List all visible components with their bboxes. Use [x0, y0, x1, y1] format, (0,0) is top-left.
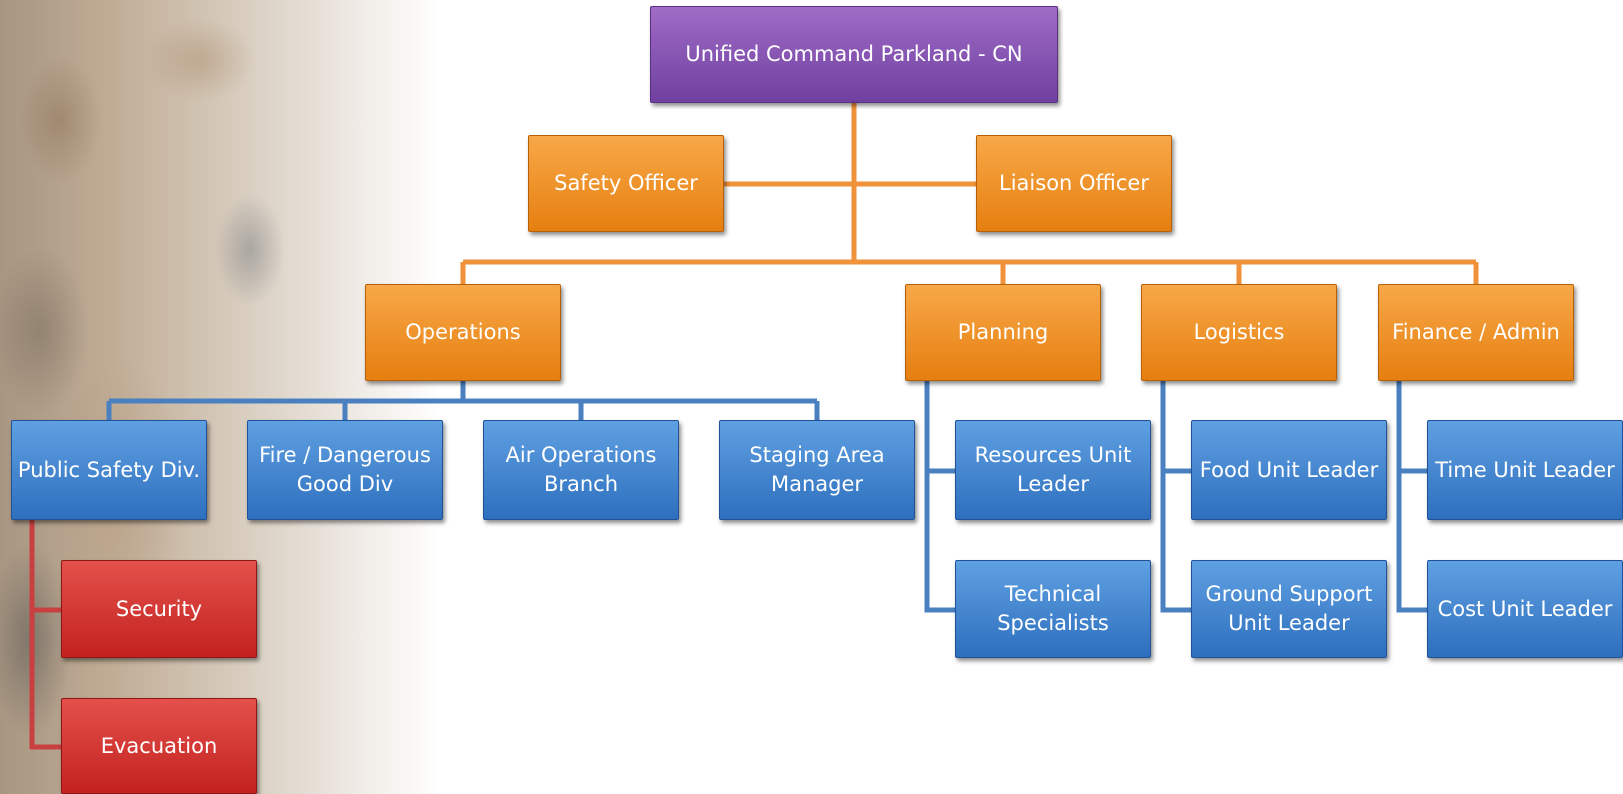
fire-dangerous-good-div-label: Fire / Dangerous Good Div — [259, 443, 431, 496]
cost-unit-leader-label: Cost Unit Leader — [1437, 596, 1613, 621]
cost-unit-leader-box: Cost Unit Leader — [1427, 560, 1623, 658]
unified-command-label: Unified Command Parkland - CN — [685, 42, 1023, 66]
food-unit-leader-label: Food Unit Leader — [1199, 457, 1379, 482]
food-unit-leader-box: Food Unit Leader — [1191, 420, 1387, 520]
security-label: Security — [115, 596, 203, 621]
safety-officer-label: Safety Officer — [554, 171, 698, 195]
connector-finance-spine — [1396, 381, 1427, 613]
finance-admin-box: Finance / Admin — [1378, 284, 1574, 381]
planning-box: Planning — [905, 284, 1101, 381]
ground-support-unit-leader-label: Ground Support Unit Leader — [1205, 582, 1373, 635]
liaison-officer-label: Liaison Officer — [999, 171, 1149, 195]
safety-officer-box: Safety Officer — [528, 135, 724, 232]
connector-planning-spine — [924, 381, 955, 613]
staging-area-manager-label: Staging Area Manager — [749, 443, 885, 496]
air-operations-branch-label: Air Operations Branch — [505, 443, 657, 496]
background-texture — [0, 0, 440, 794]
liaison-officer-box: Liaison Officer — [976, 135, 1172, 232]
red-connectors — [29, 519, 61, 750]
logistics-box: Logistics — [1141, 284, 1337, 381]
time-unit-leader-label: Time Unit Leader — [1435, 457, 1615, 482]
technical-specialists-label: Technical Specialists — [997, 582, 1109, 635]
operations-box: Operations — [365, 284, 561, 381]
blue-connectors — [106, 381, 1427, 613]
evacuation-box: Evacuation — [61, 698, 257, 794]
public-safety-div-label: Public Safety Div. — [17, 457, 201, 482]
resources-unit-leader-label: Resources Unit Leader — [974, 443, 1132, 496]
operations-label: Operations — [405, 320, 521, 344]
connector-public-safety-spine — [29, 519, 61, 750]
resources-unit-leader-box: Resources Unit Leader — [955, 420, 1151, 520]
fire-dangerous-good-div-box: Fire / Dangerous Good Div — [247, 420, 443, 520]
public-safety-div-box: Public Safety Div. — [11, 420, 207, 520]
connector-logistics-spine — [1160, 381, 1191, 613]
time-unit-leader-box: Time Unit Leader — [1427, 420, 1623, 520]
planning-label: Planning — [957, 320, 1049, 344]
orange-connectors — [460, 103, 1479, 284]
technical-specialists-box: Technical Specialists — [955, 560, 1151, 658]
finance-admin-label: Finance / Admin — [1392, 320, 1560, 344]
air-operations-branch-box: Air Operations Branch — [483, 420, 679, 520]
staging-area-manager-box: Staging Area Manager — [719, 420, 915, 520]
logistics-label: Logistics — [1193, 320, 1285, 344]
security-box: Security — [61, 560, 257, 658]
unified-command-box: Unified Command Parkland - CN — [650, 6, 1058, 103]
evacuation-label: Evacuation — [100, 733, 218, 758]
ground-support-unit-leader-box: Ground Support Unit Leader — [1191, 560, 1387, 658]
